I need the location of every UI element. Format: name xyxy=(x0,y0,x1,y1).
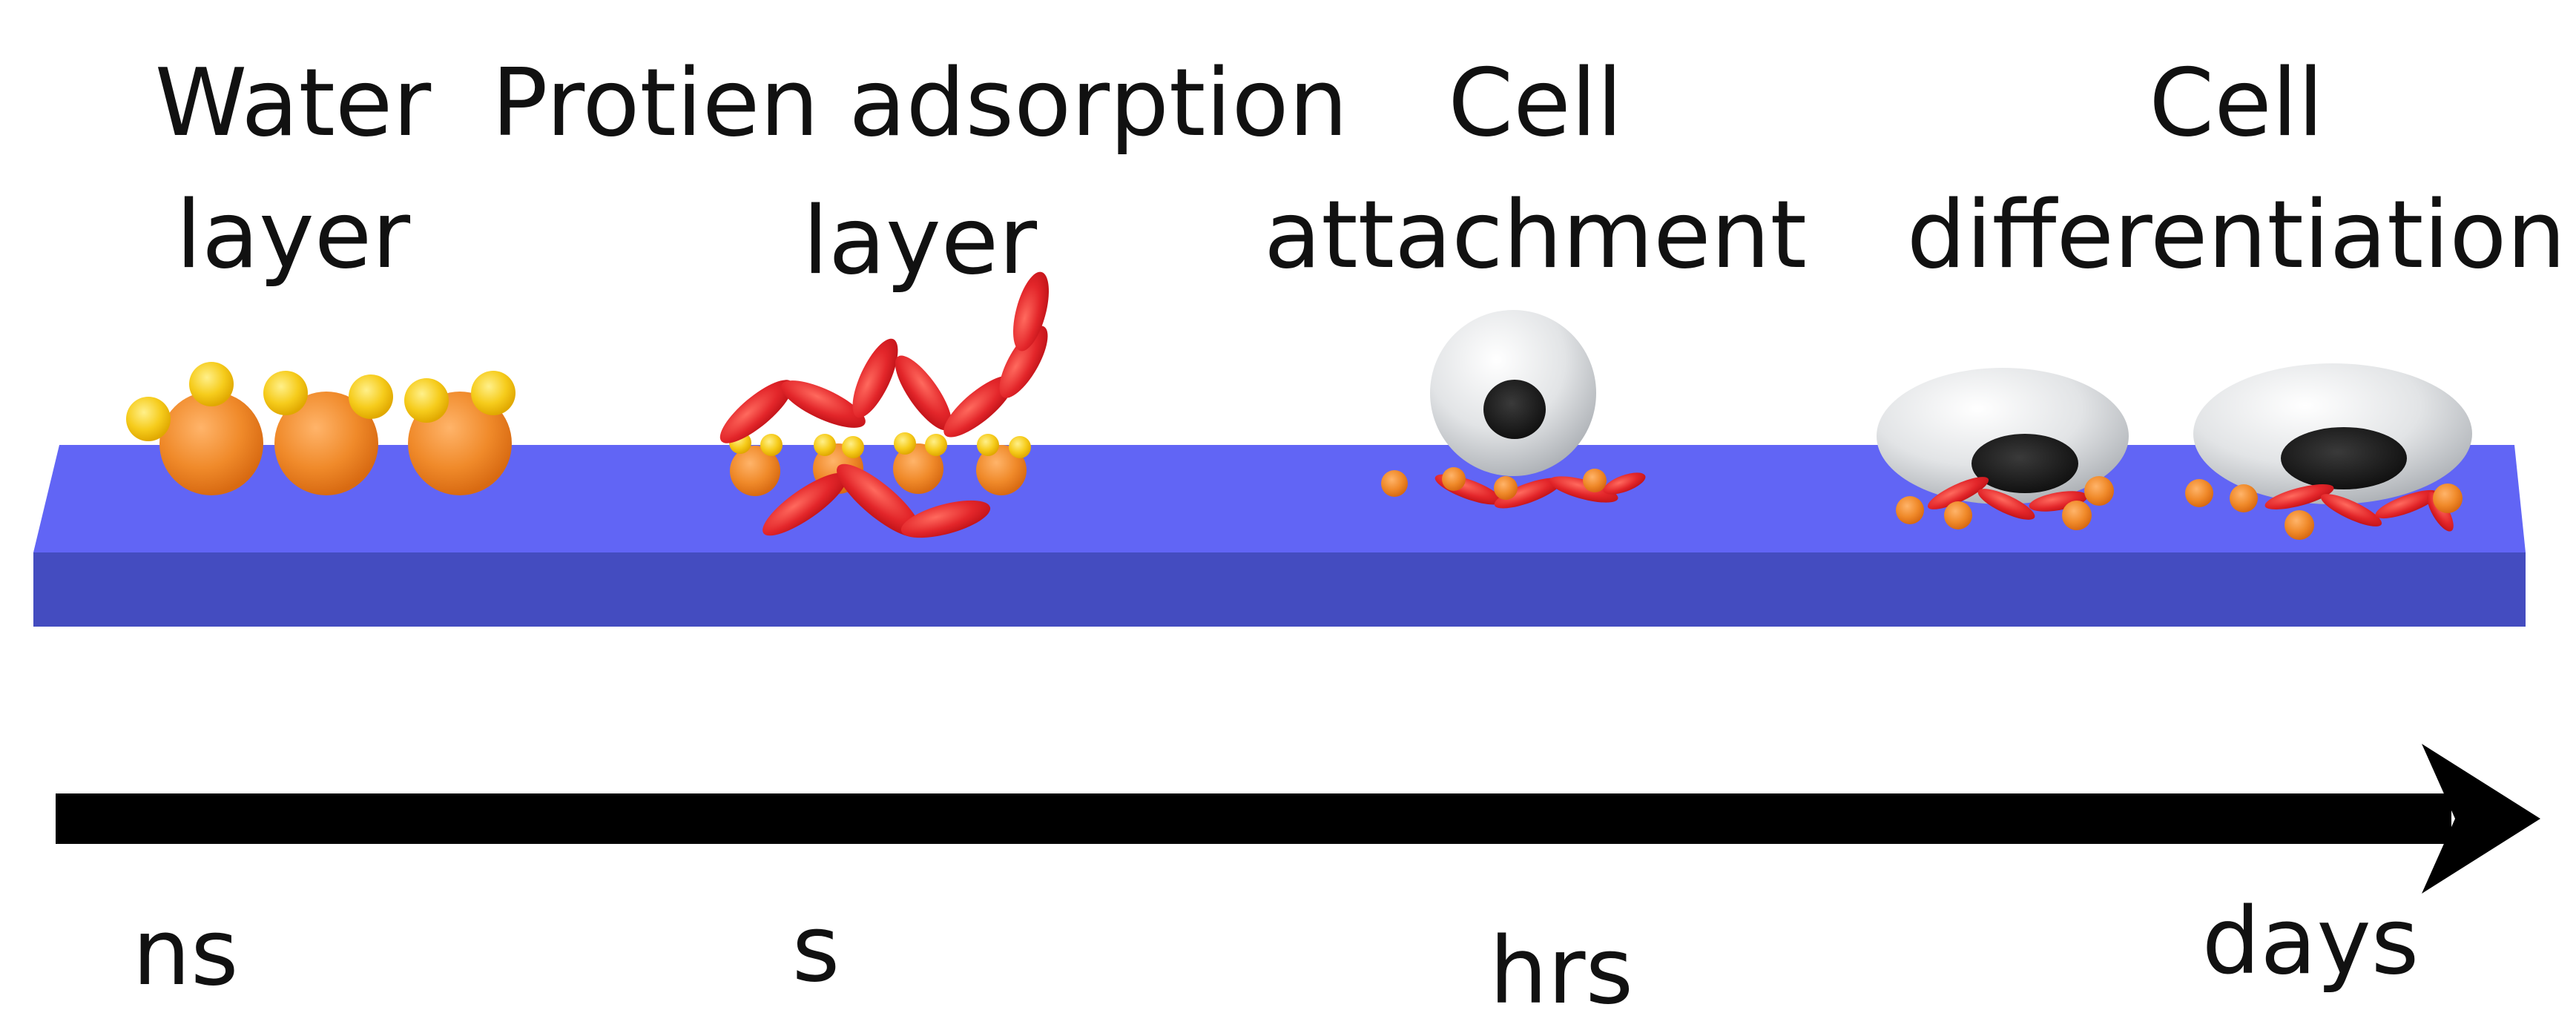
differentiated-cells xyxy=(1877,363,2472,540)
time-arrow xyxy=(56,744,2540,894)
cell-nucleus xyxy=(1483,380,1546,439)
cell-nucleus xyxy=(2281,427,2407,489)
attached-cell xyxy=(1381,310,1646,509)
stage-water-line1: Water xyxy=(154,48,432,157)
cell-nucleus xyxy=(1971,434,2078,493)
time-label-ns: ns xyxy=(132,900,239,1006)
protein-layer xyxy=(719,271,1049,538)
water-molecule xyxy=(263,371,393,495)
time-label-hrs: hrs xyxy=(1489,918,1634,1025)
water-molecules xyxy=(126,362,515,495)
substrate-top xyxy=(33,445,2526,552)
stage-protein-line2: layer xyxy=(802,186,1038,295)
stage-label-water: Water layer xyxy=(126,37,460,301)
time-arrow-head xyxy=(2422,744,2540,894)
stage-attachment-line2: attachment xyxy=(1264,180,1807,289)
substrate xyxy=(33,445,2526,627)
stage-label-protein: Protien adsorption layer xyxy=(475,37,1365,307)
stage-protein-line1: Protien adsorption xyxy=(491,48,1348,157)
stage-label-attachment: Cell attachment xyxy=(1246,37,1825,301)
stage-label-differentiation: Cell differentiation xyxy=(1899,37,2574,301)
differentiated-cell xyxy=(1877,368,2129,530)
water-molecule xyxy=(126,362,263,495)
stage-attachment-line1: Cell xyxy=(1448,48,1623,157)
protein-chain-upper xyxy=(719,271,1049,443)
protein-chain-lower xyxy=(762,463,991,538)
stage-differentiation-line1: Cell xyxy=(2149,48,2324,157)
water-molecule xyxy=(404,371,515,495)
time-arrow-shaft xyxy=(56,793,2451,844)
time-label-s: s xyxy=(791,896,840,1003)
differentiated-cell xyxy=(2185,363,2472,540)
stage-differentiation-line2: differentiation xyxy=(1906,180,2566,289)
substrate-front xyxy=(33,552,2526,627)
attachment-water xyxy=(1381,467,1607,500)
time-label-days: days xyxy=(2201,888,2419,995)
stage-water-line2: layer xyxy=(175,180,411,289)
